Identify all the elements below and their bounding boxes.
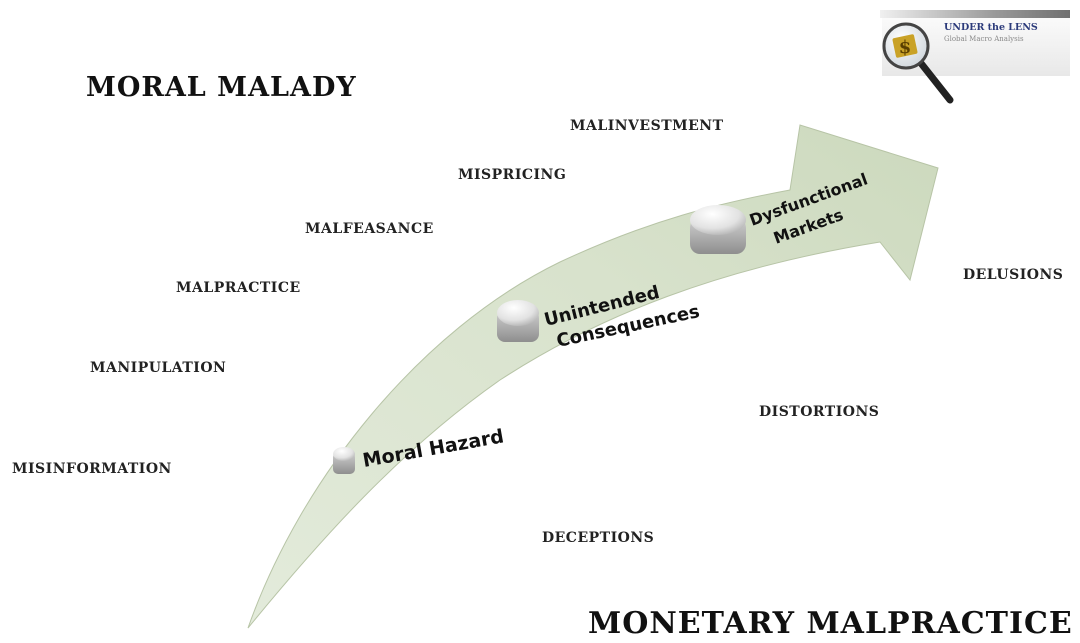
term-misinformation: MISINFORMATION: [12, 461, 172, 477]
title-moral-malady: MORAL MALADY: [86, 72, 357, 103]
term-malpractice: MALPRACTICE: [176, 280, 301, 296]
title-monetary-malpractice: MONETARY MALPRACTICE: [588, 606, 1073, 641]
term-manipulation: MANIPULATION: [90, 360, 227, 376]
term-malinvestment: MALINVESTMENT: [570, 118, 724, 134]
magnifying-glass-icon: $: [882, 22, 954, 104]
term-malfeasance: MALFEASANCE: [305, 221, 434, 237]
logo-dollar-symbol: $: [899, 37, 912, 58]
curved-arrow: [247, 124, 939, 629]
logo-subtitle: Global Macro Analysis: [944, 35, 1024, 43]
pill-unintended-consequences: [497, 300, 539, 342]
under-the-lens-logo: $ UNDER the LENS Global Macro Analysis: [878, 8, 1073, 104]
term-distortions: DISTORTIONS: [759, 404, 880, 420]
term-deceptions: DECEPTIONS: [542, 530, 655, 546]
term-delusions: DELUSIONS: [963, 267, 1064, 283]
pill-moral-hazard: [333, 447, 355, 474]
logo-title: UNDER the LENS: [944, 22, 1038, 33]
logo-header-bar: [880, 10, 1070, 18]
pill-dysfunctional-markets: [690, 205, 746, 254]
term-mispricing: MISPRICING: [458, 167, 567, 183]
